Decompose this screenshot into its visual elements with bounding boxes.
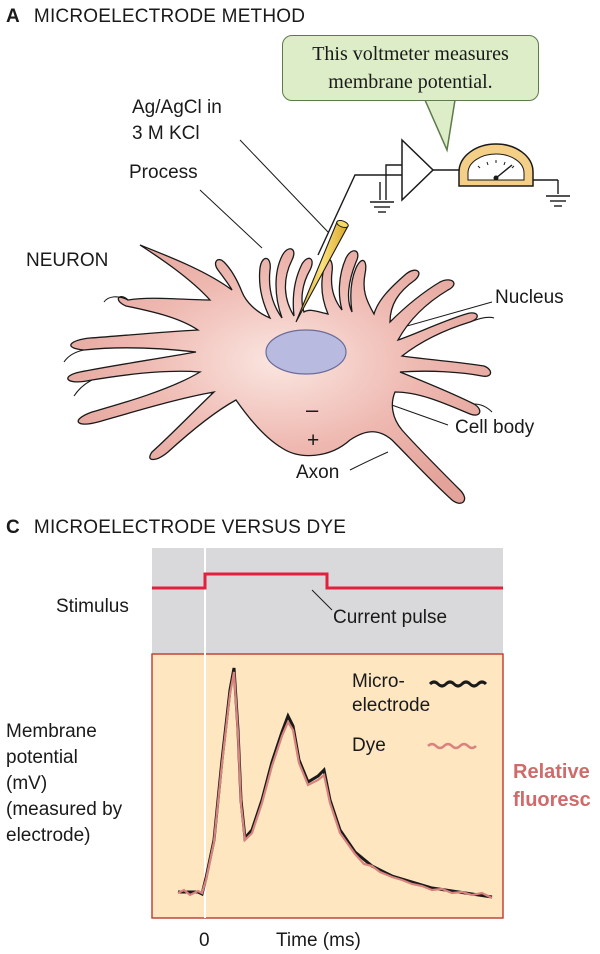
neuron-cell	[63, 244, 495, 504]
legend-swatch-microelectrode	[428, 680, 488, 688]
current-pulse-leader	[311, 589, 333, 611]
voltmeter-callout: This voltmeter measures membrane potenti…	[282, 35, 539, 101]
nucleus-label: Nucleus	[495, 287, 564, 308]
microelectrode-icon	[295, 220, 349, 323]
callout-line-1: This voltmeter measures	[312, 43, 509, 65]
legend-dye: Dye	[352, 735, 386, 756]
legend-microelectrode: Micro- electrode	[352, 670, 430, 718]
panel-c-title-text: MICROELECTRODE VERSUS DYE	[33, 517, 347, 538]
y-axis-label-line: (measured by	[6, 799, 123, 820]
panel-c-title: C MICROELECTRODE VERSUS DYE	[6, 517, 346, 539]
bubble-tail	[423, 99, 456, 153]
minus-sign: –	[306, 397, 319, 422]
circuit-wires	[317, 164, 559, 256]
stimulus-trace	[152, 572, 503, 590]
x-axis-label: Time (ms)	[276, 930, 361, 951]
stimulus-panel	[152, 548, 503, 654]
panel-a-title: A MICROELECTRODE METHOD	[6, 6, 305, 28]
nucleus-shape	[265, 329, 347, 375]
y-axis-label-line: potential	[6, 747, 78, 768]
electrode-label: Ag/AgCl in 3 M KCl	[132, 95, 222, 147]
ground-symbol-left	[370, 201, 394, 213]
chart-area	[151, 548, 504, 919]
legend-microelectrode-line-2: electrode	[352, 695, 431, 716]
ground-symbol-right	[546, 195, 570, 207]
y-axis-label: Membrane potential (mV) (measured by ele…	[6, 719, 122, 849]
right-axis-label-line-2: fluoresc	[513, 789, 591, 811]
dye-trace	[177, 671, 493, 899]
stimulus-label: Stimulus	[56, 596, 129, 617]
neuron-label: NEURON	[26, 250, 109, 271]
x-tick-zero: 0	[199, 930, 210, 951]
panel-c-letter: C	[6, 517, 20, 538]
process-label: Process	[129, 162, 198, 183]
right-axis-label-line-1: Relative	[513, 761, 590, 783]
voltmeter-icon	[458, 143, 534, 187]
legend-microelectrode-line-1: Micro-	[352, 671, 405, 692]
plus-sign: +	[307, 429, 320, 452]
cell-body-label: Cell body	[455, 417, 535, 438]
y-axis-label-line: Membrane	[6, 721, 97, 742]
panel-a-title-text: MICROELECTRODE METHOD	[33, 6, 306, 27]
axon-label: Axon	[296, 462, 340, 483]
y-axis-label-line: (mV)	[6, 773, 48, 794]
amplifier-symbol	[401, 138, 435, 202]
current-pulse-label: Current pulse	[333, 607, 448, 628]
right-axis-label: Relative fluoresc	[513, 758, 591, 814]
legend-swatch-dye	[427, 742, 477, 750]
callout-line-2: membrane potential.	[328, 71, 493, 93]
panel-a-letter: A	[6, 6, 20, 27]
electrode-label-line-2: 3 M KCl	[132, 123, 200, 144]
electrode-label-line-1: Ag/AgCl in	[132, 97, 222, 118]
y-axis-label-line: electrode)	[6, 825, 91, 846]
